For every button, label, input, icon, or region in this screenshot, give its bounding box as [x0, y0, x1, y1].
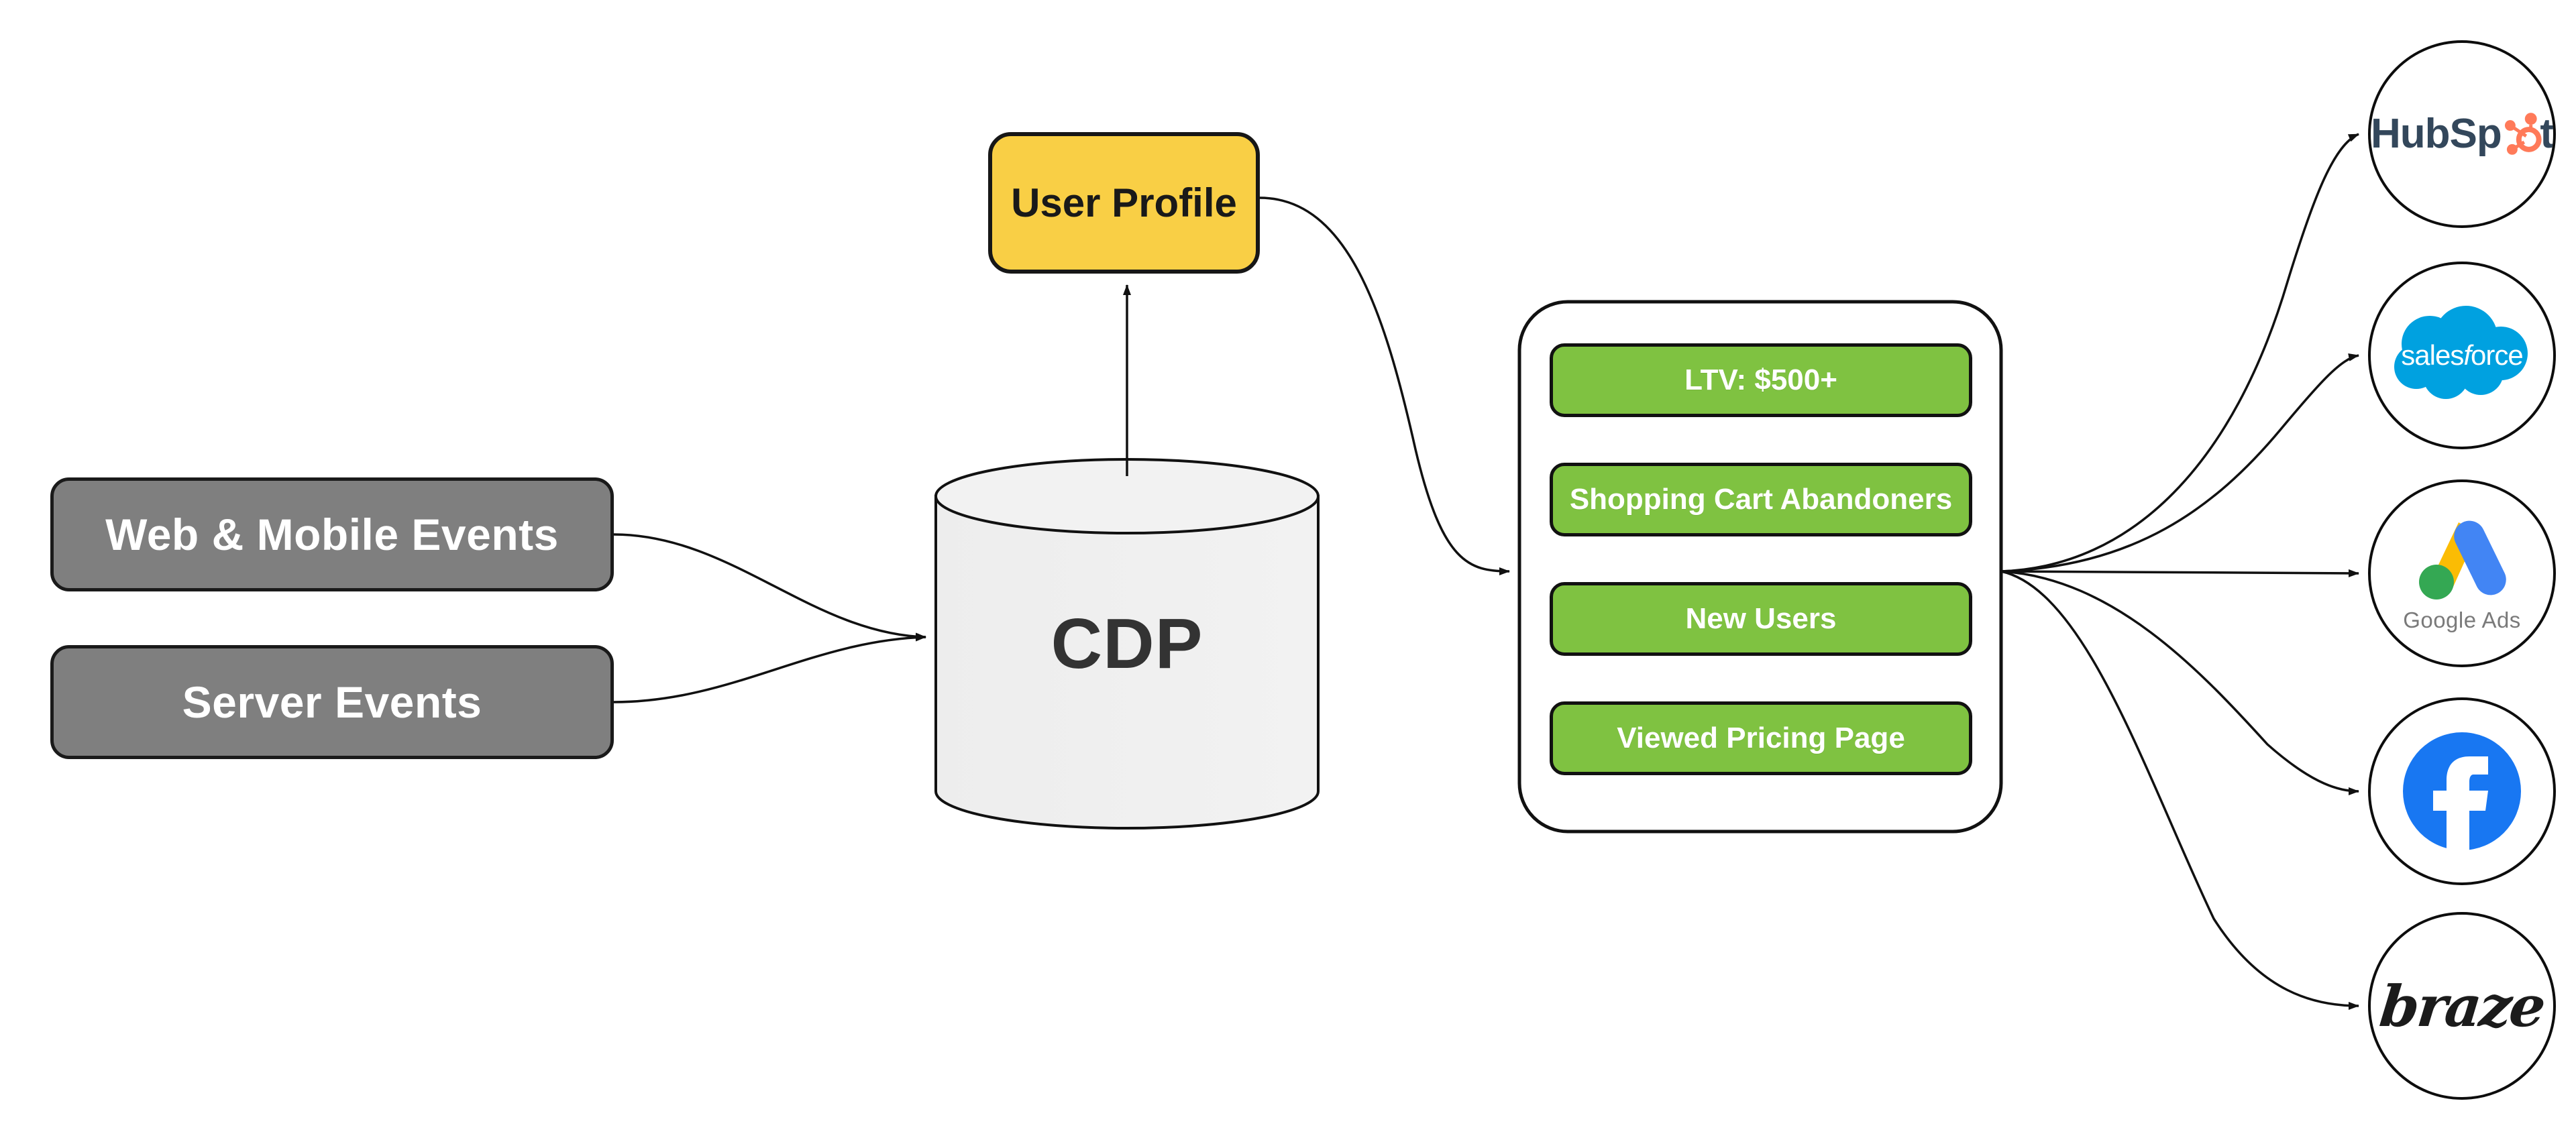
- salesforce-logo-icon: salesforce: [2381, 305, 2542, 406]
- google-ads-mark-icon: [2419, 520, 2506, 599]
- user-profile-label: User Profile: [1011, 180, 1237, 225]
- salesforce-wordmark: salesforce: [2401, 339, 2523, 371]
- facebook-logo-icon: [2398, 728, 2526, 855]
- hubspot-wordmark-hubsp: HubSp: [2371, 111, 2502, 157]
- source-box-server-events[interactable]: Server Events: [50, 645, 614, 759]
- segment-chip-viewed-pricing-page[interactable]: Viewed Pricing Page: [1550, 701, 1972, 775]
- user-profile-node[interactable]: User Profile: [988, 132, 1260, 274]
- segment-chip-shopping-cart-abandoners[interactable]: Shopping Cart Abandoners: [1550, 463, 1972, 536]
- hubspot-wordmark-t: t: [2540, 111, 2553, 157]
- segment-chip-new-users[interactable]: New Users: [1550, 582, 1972, 656]
- destination-facebook[interactable]: [2368, 697, 2556, 885]
- destination-salesforce[interactable]: salesforce: [2368, 262, 2556, 449]
- google-ads-wordmark: Google Ads: [2403, 607, 2521, 632]
- destination-google-ads[interactable]: Google Ads: [2368, 479, 2556, 667]
- source-box-web-mobile-events[interactable]: Web & Mobile Events: [50, 477, 614, 591]
- edge-segments-to-salesforce: [2000, 353, 2359, 573]
- facebook-f-mark-icon: [2403, 732, 2521, 852]
- braze-logo-icon: braze: [2377, 972, 2547, 1039]
- edge-segments-to-facebook: [2000, 570, 2359, 795]
- google-ads-logo-icon: Google Ads: [2403, 514, 2521, 633]
- edge-segments-to-braze: [2000, 570, 2359, 1010]
- source-label: Web & Mobile Events: [105, 510, 559, 559]
- edge-segments-to-hubspot: [2000, 133, 2359, 573]
- segments-container: [1517, 300, 2003, 834]
- segment-label: Viewed Pricing Page: [1617, 722, 1905, 754]
- segments-panel: LTV: $500+ Shopping Cart Abandoners New …: [1519, 302, 2001, 832]
- hubspot-logo-icon: HubSp t: [2371, 111, 2553, 158]
- edge-server-to-cdp: [613, 633, 926, 703]
- salesforce-cloud-shape: [2394, 306, 2528, 399]
- source-label: Server Events: [182, 677, 482, 727]
- cdp-node-label: CDP: [936, 604, 1318, 684]
- cdp-label-text: CDP: [1051, 604, 1203, 683]
- destination-braze[interactable]: braze: [2368, 912, 2556, 1100]
- segment-label: Shopping Cart Abandoners: [1569, 483, 1953, 516]
- edge-segments-to-google-ads: [2000, 569, 2359, 577]
- segment-label: LTV: $500+: [1684, 363, 1837, 396]
- hubspot-sprocket-icon: [2504, 113, 2542, 155]
- edge-web-to-cdp: [613, 533, 926, 641]
- destination-hubspot[interactable]: HubSp t: [2368, 40, 2556, 228]
- segment-label: New Users: [1685, 602, 1837, 635]
- edge-profile-to-segments: [1259, 196, 1510, 575]
- segment-chip-ltv-500[interactable]: LTV: $500+: [1550, 343, 1972, 417]
